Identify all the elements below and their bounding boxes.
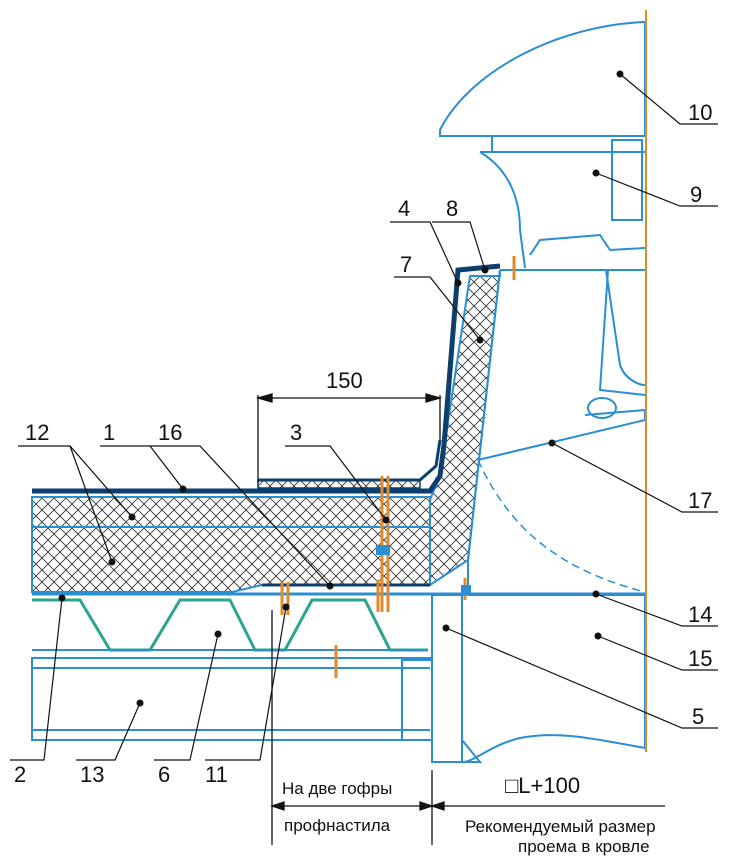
opening-size-label: □L+100 — [505, 773, 580, 798]
fan-bracket — [529, 233, 646, 256]
insulation-upper-layer — [31, 496, 431, 528]
callout-10: 10 — [688, 100, 712, 125]
callout-8: 8 — [446, 196, 458, 221]
leader-dots — [58, 70, 624, 707]
callout-15: 15 — [688, 646, 712, 671]
roof-membrane — [32, 263, 501, 494]
curb-nut — [461, 585, 471, 595]
callout-13: 13 — [80, 762, 104, 787]
callout-11: 11 — [205, 762, 228, 787]
callout-16: 16 — [158, 420, 182, 445]
fan-neck-ribs — [611, 139, 643, 221]
insulation-lower-layer — [31, 526, 431, 593]
fan-impeller-edge — [584, 408, 646, 420]
leader-lines — [10, 73, 718, 761]
bottom-dimension-lines — [269, 610, 665, 845]
profile-note-line1: На две гофры — [282, 779, 392, 798]
recommended-size-line1: Рекомендуемый размер — [465, 817, 656, 836]
callout-12: 12 — [25, 420, 49, 445]
callout-4: 4 — [398, 196, 410, 221]
purlin-beam — [31, 657, 433, 741]
profile-note-line2: профнастила — [284, 816, 391, 835]
fastener-nut — [376, 545, 390, 555]
callout-17: 17 — [688, 488, 712, 513]
fasteners — [280, 256, 516, 678]
fan-housing — [461, 594, 646, 764]
dimension-150 — [255, 393, 443, 483]
recommended-size-line2: проема в кровле — [518, 837, 650, 856]
callout-14: 14 — [688, 602, 712, 627]
callout-9: 9 — [690, 182, 702, 207]
fan-cap — [439, 20, 646, 137]
support-frame — [431, 594, 483, 763]
callout-6: 6 — [158, 762, 170, 787]
profiled-sheet — [32, 598, 428, 652]
fan-bearing — [587, 397, 617, 419]
purlin-end-plate — [401, 659, 433, 741]
membrane-strip — [257, 479, 421, 489]
callout-3: 3 — [290, 420, 302, 445]
fan-motor — [598, 269, 646, 396]
callout-5: 5 — [692, 704, 704, 729]
callout-2: 2 — [14, 762, 26, 787]
callout-7: 7 — [400, 252, 412, 277]
dimension-150-label: 150 — [326, 368, 363, 393]
callout-1: 1 — [103, 420, 115, 445]
curb-body — [467, 269, 646, 595]
curb-dashed-arc — [477, 459, 646, 593]
fan-neck — [479, 135, 645, 269]
